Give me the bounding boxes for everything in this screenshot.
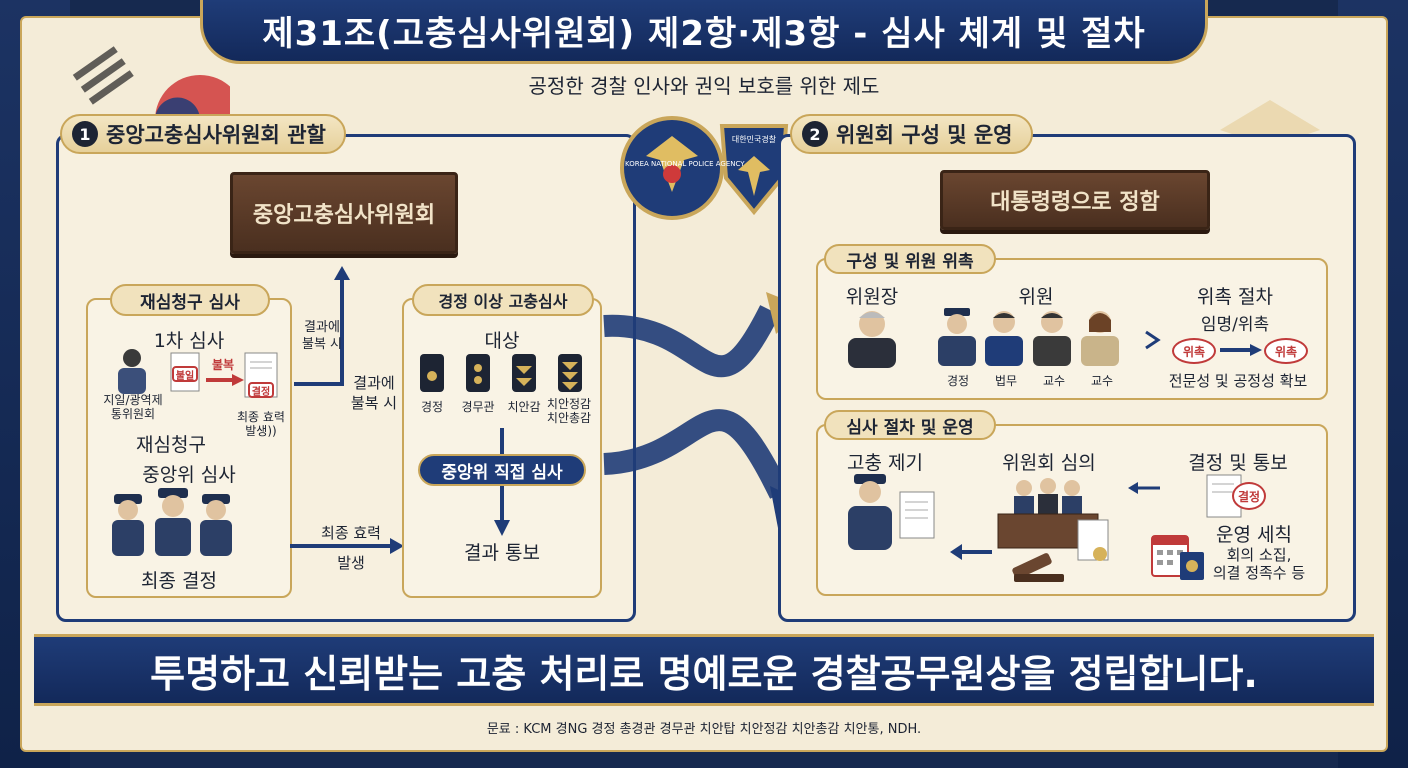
direct-review-title: 경정 이상 고충심사	[438, 292, 568, 311]
emblem-right-text: 대한민국경찰	[731, 135, 777, 144]
direct-review-action-label: 중앙위 직접 심사	[441, 462, 563, 483]
decision-notice-label: 결정 및 통보	[1188, 452, 1288, 474]
reappeal-label: 재심청구	[136, 434, 206, 456]
rank-1: 경무관	[461, 400, 495, 414]
appoint-stamp-2: 위촉	[1264, 338, 1308, 364]
officers-group-icon	[112, 488, 232, 556]
bottom-slogan-banner: 투명하고 신뢰받는 고충 처리로 명예로운 경찰공무원상을 정립합니다.	[34, 634, 1374, 706]
left-section-title: 중앙고충심사위원회 관할	[106, 123, 326, 147]
procedure-pill: 심사 절차 및 운영	[824, 410, 996, 440]
result-notice-label: 결과 통보	[464, 542, 540, 564]
page-title: 제31조(고충심사위원회) 제2항·제3항 - 심사 체계 및 절차	[262, 14, 1146, 54]
members-label: 위원	[1018, 286, 1054, 308]
procedure-title: 심사 절차 및 운영	[846, 417, 974, 438]
rank-0: 경정	[420, 400, 444, 414]
return-arrow-icon	[950, 544, 992, 560]
direct-review-pill: 경정 이상 고충심사	[412, 284, 594, 316]
arrow-mid-label: 결과에 불복 시	[350, 374, 398, 412]
composition-pill: 구성 및 위원 위촉	[824, 244, 996, 274]
appoint-stamp-1: 위촉	[1172, 338, 1216, 364]
appoint-arrow-icon	[1220, 344, 1262, 356]
first-review-label: 1차 심사	[153, 330, 225, 352]
committee-bench-icon	[997, 478, 1109, 582]
central-committee-label: 중앙고충심사위원회	[252, 203, 436, 228]
appeal-review-pill: 재심청구 심사	[110, 284, 270, 316]
flow-arrows	[290, 266, 404, 554]
section-number: 1	[72, 121, 98, 147]
appoint-subtitle: 임명/위촉	[1200, 315, 1270, 335]
rules-title: 운영 세칙	[1216, 524, 1292, 546]
decision-notice-stamp: 결정	[1232, 482, 1266, 510]
appeal-review-title: 재심청구 심사	[140, 292, 240, 313]
rank-2: 치안감	[507, 400, 541, 414]
source-caption: 문료 : KCM 경NG 경정 총경관 경무관 치안탑 치안정감 치안총감 치안…	[486, 722, 922, 737]
chair-label: 위원장	[845, 286, 899, 308]
appoint-note: 전문성 및 공정성 확보	[1168, 372, 1308, 390]
rules-detail: 회의 소집, 의결 정족수 등	[1212, 546, 1306, 582]
calendar-icon	[1151, 535, 1204, 580]
regional-committee-caption: 지일/광역제 통위원회	[103, 393, 163, 422]
composition-title: 구성 및 위원 위촉	[846, 251, 974, 272]
police-emblems-icon	[620, 116, 789, 220]
final-decision-label: 최종 결정	[141, 570, 217, 592]
officer-person-icon	[118, 349, 146, 394]
title-banner: 제31조(고충심사위원회) 제2항·제3항 - 심사 체계 및 절차	[200, 0, 1208, 64]
red-arrow-icon	[206, 374, 244, 386]
left-section-tab: 1 중앙고충심사위원회 관할	[60, 114, 346, 154]
rank-3: 치안정감 치안총감	[546, 397, 592, 425]
target-label: 대상	[484, 330, 520, 352]
doc-stamp: 불일	[172, 366, 198, 382]
officer-submit-icon	[848, 474, 935, 550]
presidential-decree-label: 대통령령으로 정함	[990, 190, 1160, 215]
arrow-bottom-bottom-label: 발생	[337, 554, 365, 572]
central-review-label: 중앙위 심사	[142, 464, 236, 486]
chair-person-icon	[848, 311, 896, 368]
submit-label: 고충 제기	[847, 452, 923, 474]
central-committee-plaque: 중앙고충심사위원회	[230, 172, 458, 254]
left-arrow-icon	[1128, 482, 1160, 494]
rank-insignia-icon	[420, 354, 582, 392]
member-caption-1: 법무	[994, 374, 1018, 388]
direct-review-action-pill: 중앙위 직접 심사	[418, 454, 586, 486]
right-section-tab: 2 위원회 구성 및 운영	[790, 114, 1033, 154]
decision-stamp: 결정	[248, 382, 274, 398]
disagree-label: 불복	[211, 358, 235, 372]
composition-box	[816, 258, 1328, 400]
member-caption-2: 교수	[1042, 374, 1066, 388]
member-caption-0: 경정	[946, 374, 970, 388]
members-group-icon	[938, 308, 1119, 366]
appoint-title: 위촉 절차	[1197, 286, 1273, 308]
deliberation-label: 위원회 심의	[1002, 452, 1096, 474]
presidential-decree-plaque: 대통령령으로 정함	[940, 170, 1210, 230]
page-subtitle: 공정한 경찰 인사와 권익 보호를 위한 제도	[528, 74, 880, 98]
arrow-bottom-top-label: 최종 효력	[321, 524, 381, 542]
arrow-up-label: 결과에 불복 시	[301, 320, 342, 352]
final-effect-caption: 최종 효력 발생))	[237, 410, 285, 439]
section-number-2: 2	[802, 121, 828, 147]
right-section-title: 위원회 구성 및 운영	[836, 123, 1013, 147]
emblem-left-text: KOREA NATIONAL POLICE AGENCY	[625, 160, 745, 168]
chevron-right-icon	[1145, 330, 1161, 350]
bottom-slogan: 투명하고 신뢰받는 고충 처리로 명예로운 경찰공무원상을 정립합니다.	[150, 651, 1258, 696]
member-caption-3: 교수	[1090, 374, 1114, 388]
